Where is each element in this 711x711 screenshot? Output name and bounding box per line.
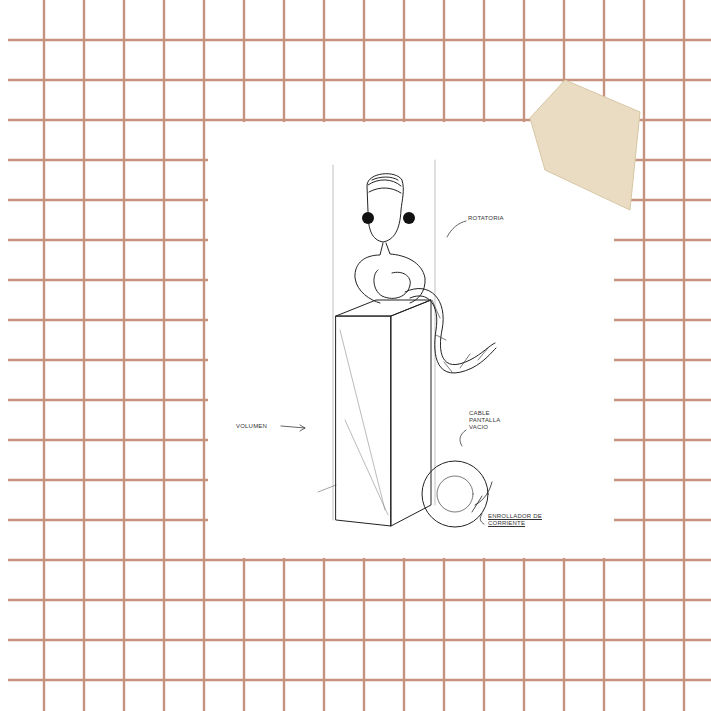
sketch-annotation: VOLUMEN — [236, 423, 296, 430]
sketch-annotation: CABLE PANTALLA VACIO — [469, 410, 505, 431]
tape — [530, 80, 640, 210]
paper-sheet — [208, 122, 614, 558]
grid — [8, 0, 711, 711]
sketch-annotation: ENROLLADOR DE CORRIENTE — [488, 513, 568, 527]
headphone-symbol — [362, 212, 415, 224]
sketch-annotation: ROTATORIA — [468, 215, 548, 222]
bust-sketch — [281, 160, 496, 527]
